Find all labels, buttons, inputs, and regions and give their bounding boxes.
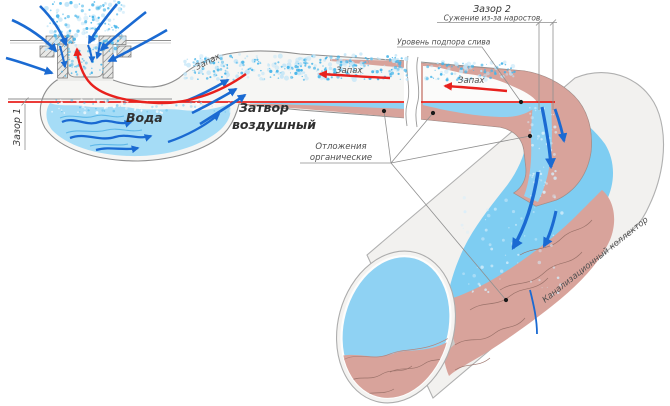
smell-flow-arrows [73, 47, 508, 105]
pipe-air-cavity-right [423, 66, 537, 103]
label-gap1: Зазор 1 [12, 108, 23, 146]
label-water: Вода [126, 110, 163, 125]
label-gap2: Зазор 2 [473, 4, 511, 15]
backup-level-leader [397, 46, 522, 103]
trap-water-waves [59, 114, 143, 147]
smell-arrow-through-trap [73, 47, 247, 105]
gap1-dimension [21, 97, 29, 150]
callout-dots [381, 99, 533, 303]
pipe-deposit-bottom-left [240, 104, 407, 118]
label-air-trap-2: воздушный [232, 117, 316, 132]
water-flow-arrows [5, 3, 568, 335]
label-smell-left: Запах [336, 66, 363, 76]
splash-trap-surface [51, 98, 232, 115]
label-deposits-2: органические [310, 153, 372, 163]
smell-arrow-pipe-right [443, 82, 508, 93]
gap2-dimension [437, 19, 557, 110]
deposits-leaders [300, 110, 531, 301]
label-backup-level: Уровень подпора слива [397, 38, 491, 47]
splash-trap-surface2 [55, 99, 227, 113]
drain-and-pipe [10, 35, 592, 207]
smell-arrow-pipe-left [318, 70, 391, 80]
label-air-trap-1: Затвор [239, 100, 289, 115]
splash-bend [192, 57, 229, 81]
pipe-water-strip-left [250, 103, 407, 109]
label-deposits-1: Отложения [315, 142, 366, 152]
pipe-water-strip-right [423, 103, 537, 117]
collector-deposits [442, 190, 615, 376]
annotations [21, 19, 557, 303]
splash-pipe-right [425, 62, 516, 82]
pipe-break-symbol [404, 54, 421, 128]
label-narrowing: Сужение из-за наростов [444, 14, 541, 23]
deposit-cracks [454, 219, 593, 371]
label-smell-right: Запах [458, 76, 485, 86]
